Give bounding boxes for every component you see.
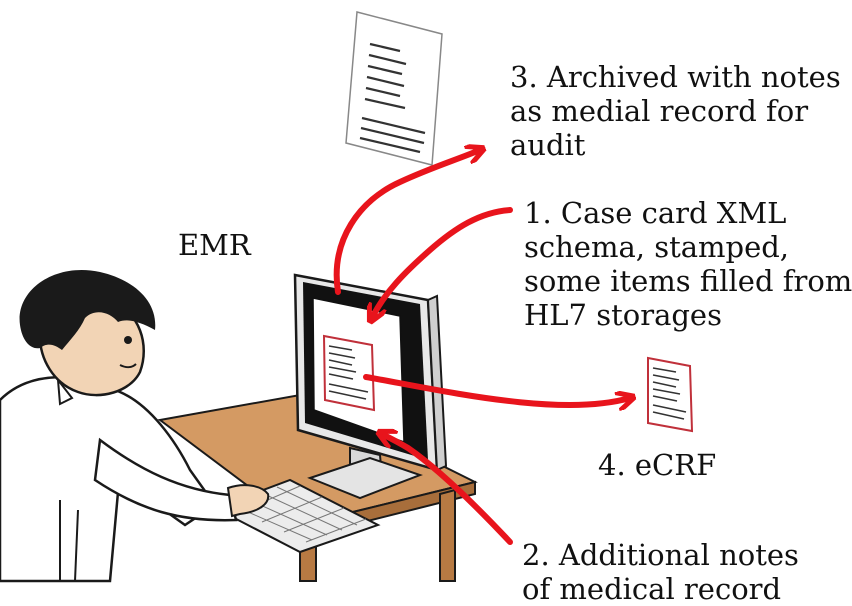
doctor-figure-icon [0,269,270,583]
step3-label: 3. Archived with notes as medial record … [510,60,841,162]
ecrf-document-icon [647,356,694,433]
step3-line-1: 3. Archived with notes [510,60,841,94]
emr-workflow-diagram [0,11,694,583]
step3-line-3: audit [510,128,586,162]
step1-line-1: 1. Case card XML [524,196,787,230]
step1-line-3: some items filled from [524,264,852,298]
step1-line-4: HL7 storages [524,298,722,332]
case-card-document-icon [322,334,376,412]
archived-document-icon [345,11,443,166]
step1-label: 1. Case card XML schema, stamped, some i… [524,196,852,332]
arrow-archive [333,150,480,295]
emr-label: EMR [178,228,251,262]
arrow-case-card [372,207,513,318]
step2-line-1: 2. Additional notes [522,538,799,572]
ecrf-label: 4. eCRF [598,448,717,482]
arrow-additional-notes [382,434,513,545]
arrow-ecrf [363,374,630,405]
step3-line-2: as medial record for [510,94,809,128]
step1-line-2: schema, stamped, [524,230,790,264]
step2-line-2: of medical record [522,572,782,606]
step2-label: 2. Additional notes of medical record [522,538,799,606]
